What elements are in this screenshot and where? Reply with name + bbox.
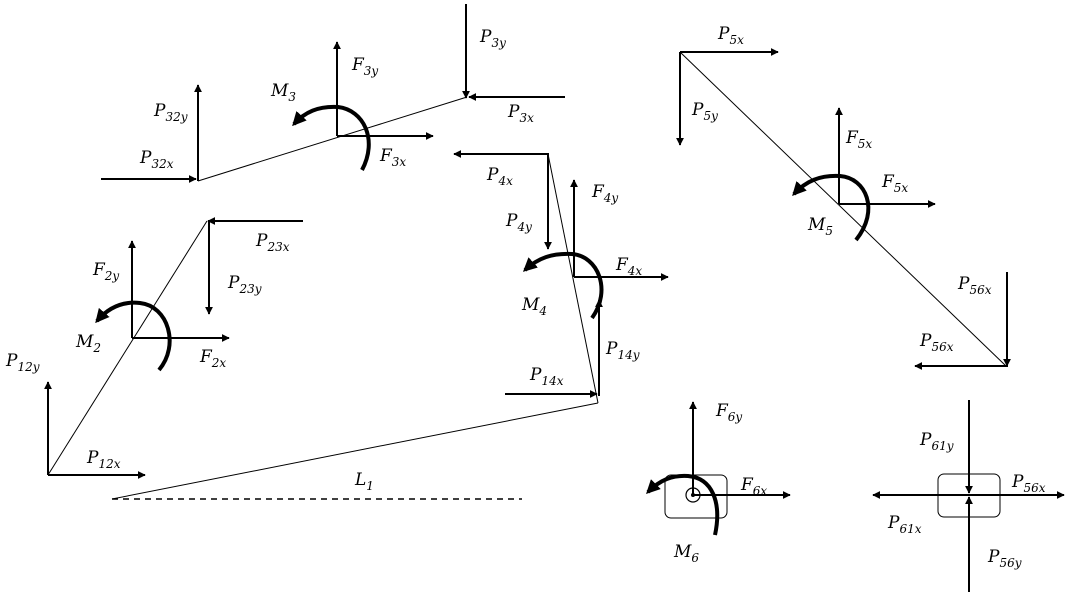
label-m2: M2 <box>75 332 101 355</box>
label-p12x: P12x <box>86 448 121 471</box>
label-f3y: F3y <box>351 55 378 78</box>
link4-line <box>547 153 599 404</box>
label-f5x: F5x <box>881 172 908 195</box>
m6-moment-arrow <box>646 473 720 536</box>
label-p56x: P56x <box>919 331 954 354</box>
label-p56x-slider: P56x <box>1011 472 1046 495</box>
label-p32y: P32y <box>153 101 188 124</box>
m4-moment-arrow <box>522 251 604 320</box>
label-p23x: P23x <box>255 231 290 254</box>
link1-ground: L1 <box>111 402 599 500</box>
m2-moment-arrow <box>95 300 172 372</box>
link3-line <box>197 96 468 182</box>
link5-line <box>679 51 1007 367</box>
label-f2y: F2y <box>92 260 119 283</box>
link6-free-body: F6y F6x M6 <box>646 401 791 565</box>
label-p61x: P61x <box>887 513 922 536</box>
label-p4y: P4y <box>505 211 532 234</box>
label-f5y: F5x <box>845 128 872 151</box>
label-m6: M6 <box>673 542 699 565</box>
label-f4x: F4x <box>615 255 642 278</box>
label-p5y: P5y <box>691 100 718 123</box>
slider-reactions: P61y P56x P61x P56y <box>872 400 1065 592</box>
label-p5x: P5x <box>717 24 744 47</box>
link1-line <box>111 402 599 500</box>
label-f2x: F2x <box>199 347 226 370</box>
link4-free-body: P4x P4y P14x P14y F4y F4x M4 <box>453 150 669 404</box>
m3-moment-arrow <box>292 104 371 171</box>
label-p61y: P61y <box>919 430 954 453</box>
m5-moment-arrow <box>792 173 871 242</box>
label-l1: L1 <box>354 470 374 493</box>
label-m4: M4 <box>521 295 547 318</box>
label-p56x-vertical: P56x <box>957 274 992 297</box>
label-p23y: P23y <box>227 273 262 296</box>
link2-line <box>47 220 208 476</box>
label-f4y: F4y <box>591 182 618 205</box>
label-p14x: P14x <box>529 365 564 388</box>
label-m3: M3 <box>270 81 296 104</box>
label-f3x: F3x <box>379 146 406 169</box>
label-p4x: P4x <box>486 165 513 188</box>
link5-free-body: P5x P5y P56x P56x F5x F5x M5 <box>676 24 1011 370</box>
label-m5: M5 <box>807 215 833 238</box>
link3-free-body: P32x P32y P3y P3x F3y F3x M3 <box>101 4 565 183</box>
label-p3y: P3y <box>479 27 506 50</box>
link6-slider-block <box>664 474 728 519</box>
label-p3x: P3x <box>507 102 534 125</box>
label-p14y: P14y <box>605 339 640 362</box>
label-p12y: P12y <box>5 351 40 374</box>
label-p56y: P56y <box>987 547 1022 570</box>
label-p32x: P32x <box>139 148 174 171</box>
label-f6y: F6y <box>715 401 742 424</box>
label-f6x: F6x <box>740 475 767 498</box>
link2-free-body: P12y P12x P23x P23y F2y F2x M2 <box>5 217 303 479</box>
